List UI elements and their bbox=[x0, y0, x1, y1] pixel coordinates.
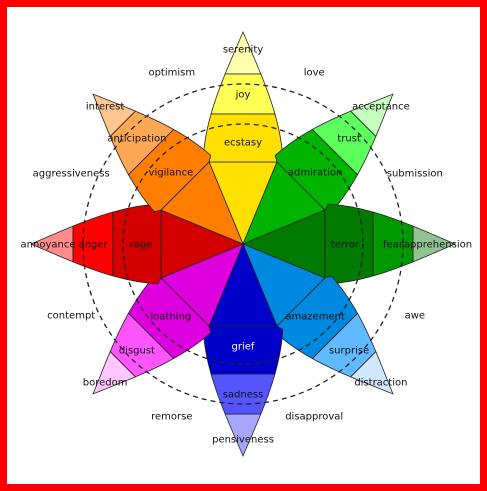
label-joy: joy bbox=[235, 90, 251, 101]
dyad-remorse: remorse bbox=[151, 411, 192, 422]
label-terror: terror bbox=[331, 240, 360, 251]
petal-anger bbox=[29, 203, 244, 285]
label-loathing: loathing bbox=[151, 312, 192, 323]
label-rage: rage bbox=[130, 240, 153, 251]
petal-trust-inner-band bbox=[274, 128, 359, 213]
dyad-optimism: optimism bbox=[148, 68, 195, 79]
label-ecstasy: ecstasy bbox=[224, 138, 262, 149]
labels-layer: serenity joy ecstasy acceptance trust admirat… bbox=[21, 45, 473, 446]
dyad-disapproval: disapproval bbox=[285, 411, 343, 422]
petal-surprise-inner-band bbox=[274, 275, 359, 360]
outer-dashed-ring bbox=[82, 83, 404, 405]
petal-trust-middle-band bbox=[311, 110, 377, 176]
label-vigilance: vigilance bbox=[149, 167, 194, 178]
label-admiration: admiration bbox=[288, 167, 342, 178]
label-anger: anger bbox=[78, 240, 108, 251]
label-disgust: disgust bbox=[119, 346, 155, 357]
label-apprehension: apprehension bbox=[404, 240, 472, 251]
petal-fear-outer-band bbox=[412, 225, 457, 263]
label-pensiveness: pensiveness bbox=[212, 435, 274, 446]
dashed-rings bbox=[82, 83, 404, 405]
dyad-love: love bbox=[304, 68, 325, 79]
label-distraction: distraction bbox=[354, 377, 407, 388]
petal-joy-outer-band bbox=[224, 30, 262, 75]
petal-joy-middle-band bbox=[210, 73, 276, 115]
label-acceptance: acceptance bbox=[352, 102, 410, 113]
label-anticipation: anticipation bbox=[107, 133, 166, 144]
label-surprise: surprise bbox=[329, 346, 369, 357]
petal-surprise-outer-band bbox=[349, 350, 394, 395]
label-grief: grief bbox=[232, 342, 255, 353]
petals-layer bbox=[29, 30, 457, 458]
label-sadness: sadness bbox=[223, 390, 264, 401]
label-annoyance: annoyance bbox=[21, 240, 76, 251]
petal-anticipation bbox=[92, 93, 244, 245]
petal-anticipation-outer-band bbox=[92, 93, 137, 138]
dyad-submission: submission bbox=[387, 168, 443, 179]
dyad-contempt: contempt bbox=[47, 311, 95, 322]
petal-sadness-middle-band bbox=[210, 373, 276, 415]
petal-anticipation-inner-band bbox=[127, 128, 212, 213]
dyad-aggressiveness: aggressiveness bbox=[33, 168, 110, 179]
petal-disgust-inner-band bbox=[127, 275, 212, 360]
petal-surprise-middle-band bbox=[311, 312, 377, 378]
petal-surprise bbox=[242, 243, 394, 395]
petal-fear-middle-band bbox=[372, 211, 414, 277]
petal-disgust-middle-band bbox=[109, 312, 175, 378]
petal-disgust bbox=[92, 243, 244, 395]
label-fear: fear bbox=[383, 240, 404, 251]
label-interest: interest bbox=[86, 102, 124, 113]
petal-sadness-outer-band bbox=[224, 413, 262, 458]
label-serenity: serenity bbox=[223, 45, 263, 56]
petal-anger-middle-band bbox=[72, 211, 114, 277]
petal-anticipation-middle-band bbox=[109, 110, 175, 176]
label-trust: trust bbox=[337, 133, 361, 144]
label-boredom: boredom bbox=[83, 377, 128, 388]
label-amazement: amazement bbox=[285, 312, 345, 323]
petal-sadness bbox=[202, 243, 284, 458]
petal-anger-outer-band bbox=[29, 225, 74, 263]
petal-disgust-outer-band bbox=[92, 350, 137, 395]
petal-trust-outer-band bbox=[349, 93, 394, 138]
petal-trust bbox=[242, 93, 394, 245]
dyad-labels: love submission awe disapproval remorse conte… bbox=[33, 68, 443, 423]
dyad-awe: awe bbox=[405, 311, 425, 322]
inner-dashed-ring bbox=[122, 123, 364, 365]
